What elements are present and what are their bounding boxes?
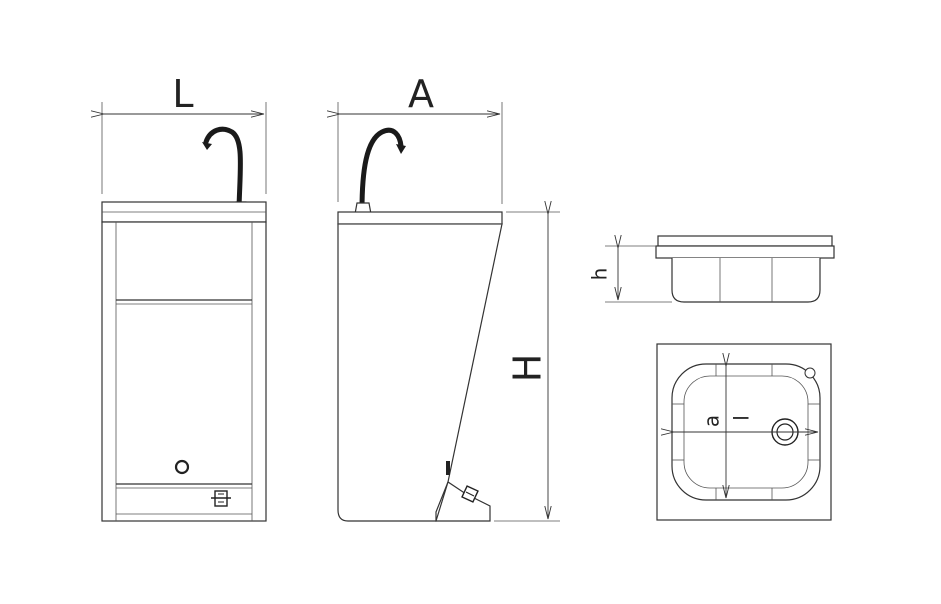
side-pedal-icon: [461, 485, 479, 503]
side-pedal-base: [435, 481, 491, 522]
side-faucet-hose: [359, 127, 404, 213]
front-faucet-nozzle: [202, 142, 212, 150]
basin-side-view: h: [588, 235, 835, 303]
basin-length-label: l: [730, 415, 754, 421]
side-top-slab: [337, 211, 503, 225]
front-view: L: [101, 72, 267, 522]
tap-hole-icon: [804, 367, 816, 379]
front-pedal-icon: [211, 490, 231, 507]
depth-label: A: [408, 72, 434, 116]
side-view: A H: [337, 72, 560, 522]
side-body: [337, 223, 503, 522]
basin-height-label: h: [588, 268, 612, 281]
basin-bowl-profile: [671, 258, 821, 303]
basin-top-view: a l: [656, 343, 832, 521]
basin-rim: [657, 235, 833, 247]
front-knob-icon: [174, 459, 190, 475]
front-body: [101, 221, 267, 522]
side-faucet-nozzle: [396, 144, 406, 154]
basin-flange: [655, 245, 835, 259]
length-label: L: [172, 72, 193, 116]
height-label: H: [506, 354, 550, 383]
front-faucet-hose: [203, 126, 243, 211]
basin-width-label: a: [700, 415, 724, 427]
